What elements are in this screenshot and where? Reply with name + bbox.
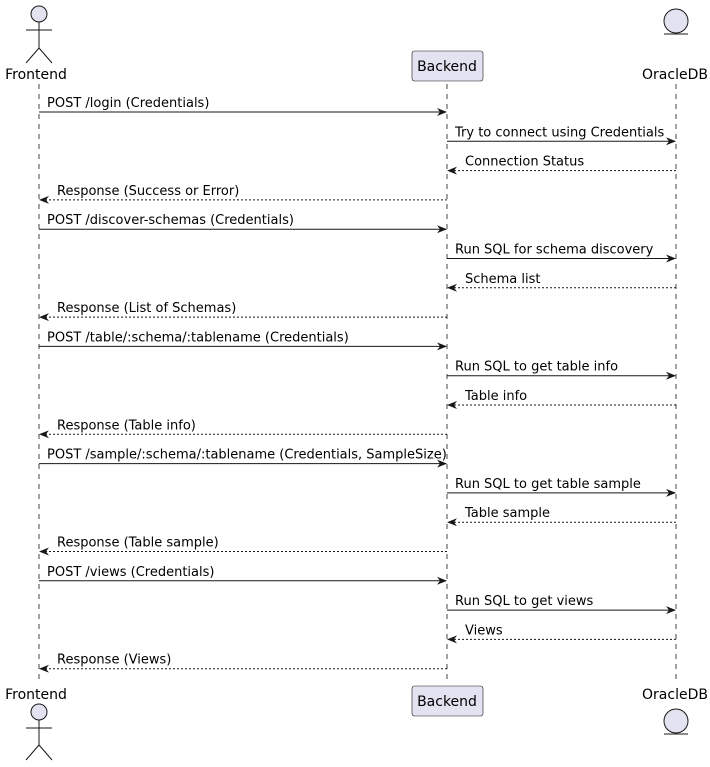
message: Table sample <box>447 506 676 527</box>
entity-oracledb-top: OracleDB <box>642 8 708 83</box>
participant-label: Frontend <box>5 67 67 83</box>
actor-head-icon <box>30 703 48 721</box>
actor-head-icon <box>30 5 48 23</box>
message-label: Response (Table info) <box>57 418 196 433</box>
participant-label: Backend <box>417 694 477 710</box>
message: Try to connect using Credentials <box>447 125 676 146</box>
participant-label: OracleDB <box>642 687 708 703</box>
message: POST /views (Credentials) <box>39 565 447 585</box>
message: Connection Status <box>447 155 676 175</box>
participant-label: Backend <box>417 59 477 75</box>
participant-backend-top: Backend <box>411 50 484 82</box>
participant-box <box>411 685 484 717</box>
message-label: Run SQL for schema discovery <box>455 243 654 258</box>
message-label: Schema list <box>465 272 541 287</box>
message-label: Run SQL to get views <box>455 594 594 609</box>
message: POST /sample/:schema/:tablename (Credent… <box>39 448 447 468</box>
message-label: Table sample <box>464 506 550 521</box>
participant-label: Frontend <box>5 687 67 703</box>
message-label: Response (Views) <box>57 653 171 668</box>
message-label: POST /sample/:schema/:tablename (Credent… <box>47 448 447 463</box>
message-label: Connection Status <box>465 155 584 170</box>
message-list: POST /login (Credentials) Try to connect … <box>39 96 676 673</box>
message: Run SQL to get table sample <box>447 477 676 497</box>
message: Run SQL for schema discovery <box>447 243 676 263</box>
message-label: POST /login (Credentials) <box>47 96 209 111</box>
message: Response (Table info) <box>39 418 447 439</box>
message: Views <box>447 623 676 644</box>
message-label: Try to connect using Credentials <box>454 125 664 140</box>
message-label: Run SQL to get table info <box>455 360 618 375</box>
message: Response (List of Schemas) <box>39 301 447 322</box>
message-label: Views <box>465 623 503 638</box>
participant-box <box>411 50 484 82</box>
message-label: POST /discover-schemas (Credentials) <box>47 213 294 228</box>
message-label: Table info <box>464 389 527 404</box>
participant-backend-bottom: Backend <box>411 685 484 717</box>
entity-icon <box>663 708 689 734</box>
message-label: Run SQL to get table sample <box>455 477 641 492</box>
message-label: POST /views (Credentials) <box>47 565 214 580</box>
message: Response (Views) <box>39 653 447 673</box>
message: Response (Table sample) <box>39 536 447 556</box>
message: Response (Success or Error) <box>39 184 447 204</box>
message-label: Response (Table sample) <box>57 536 219 551</box>
entity-oracledb-bottom: OracleDB <box>642 687 708 735</box>
message: POST /login (Credentials) <box>39 96 447 116</box>
message-label: Response (Success or Error) <box>57 184 239 199</box>
message-label: Response (List of Schemas) <box>57 301 236 316</box>
message: POST /table/:schema/:tablename (Credenti… <box>39 330 447 351</box>
message: POST /discover-schemas (Credentials) <box>39 213 447 234</box>
entity-icon <box>663 8 689 34</box>
actor-frontend-bottom: Frontend <box>5 687 67 761</box>
message: Table info <box>447 389 676 409</box>
message-label: POST /table/:schema/:tablename (Credenti… <box>47 330 349 345</box>
actor-frontend-top: Frontend <box>5 5 67 83</box>
message: Run SQL to get table info <box>447 360 676 380</box>
message: Schema list <box>447 272 676 292</box>
message: Run SQL to get views <box>447 594 676 615</box>
participant-label: OracleDB <box>642 67 708 83</box>
